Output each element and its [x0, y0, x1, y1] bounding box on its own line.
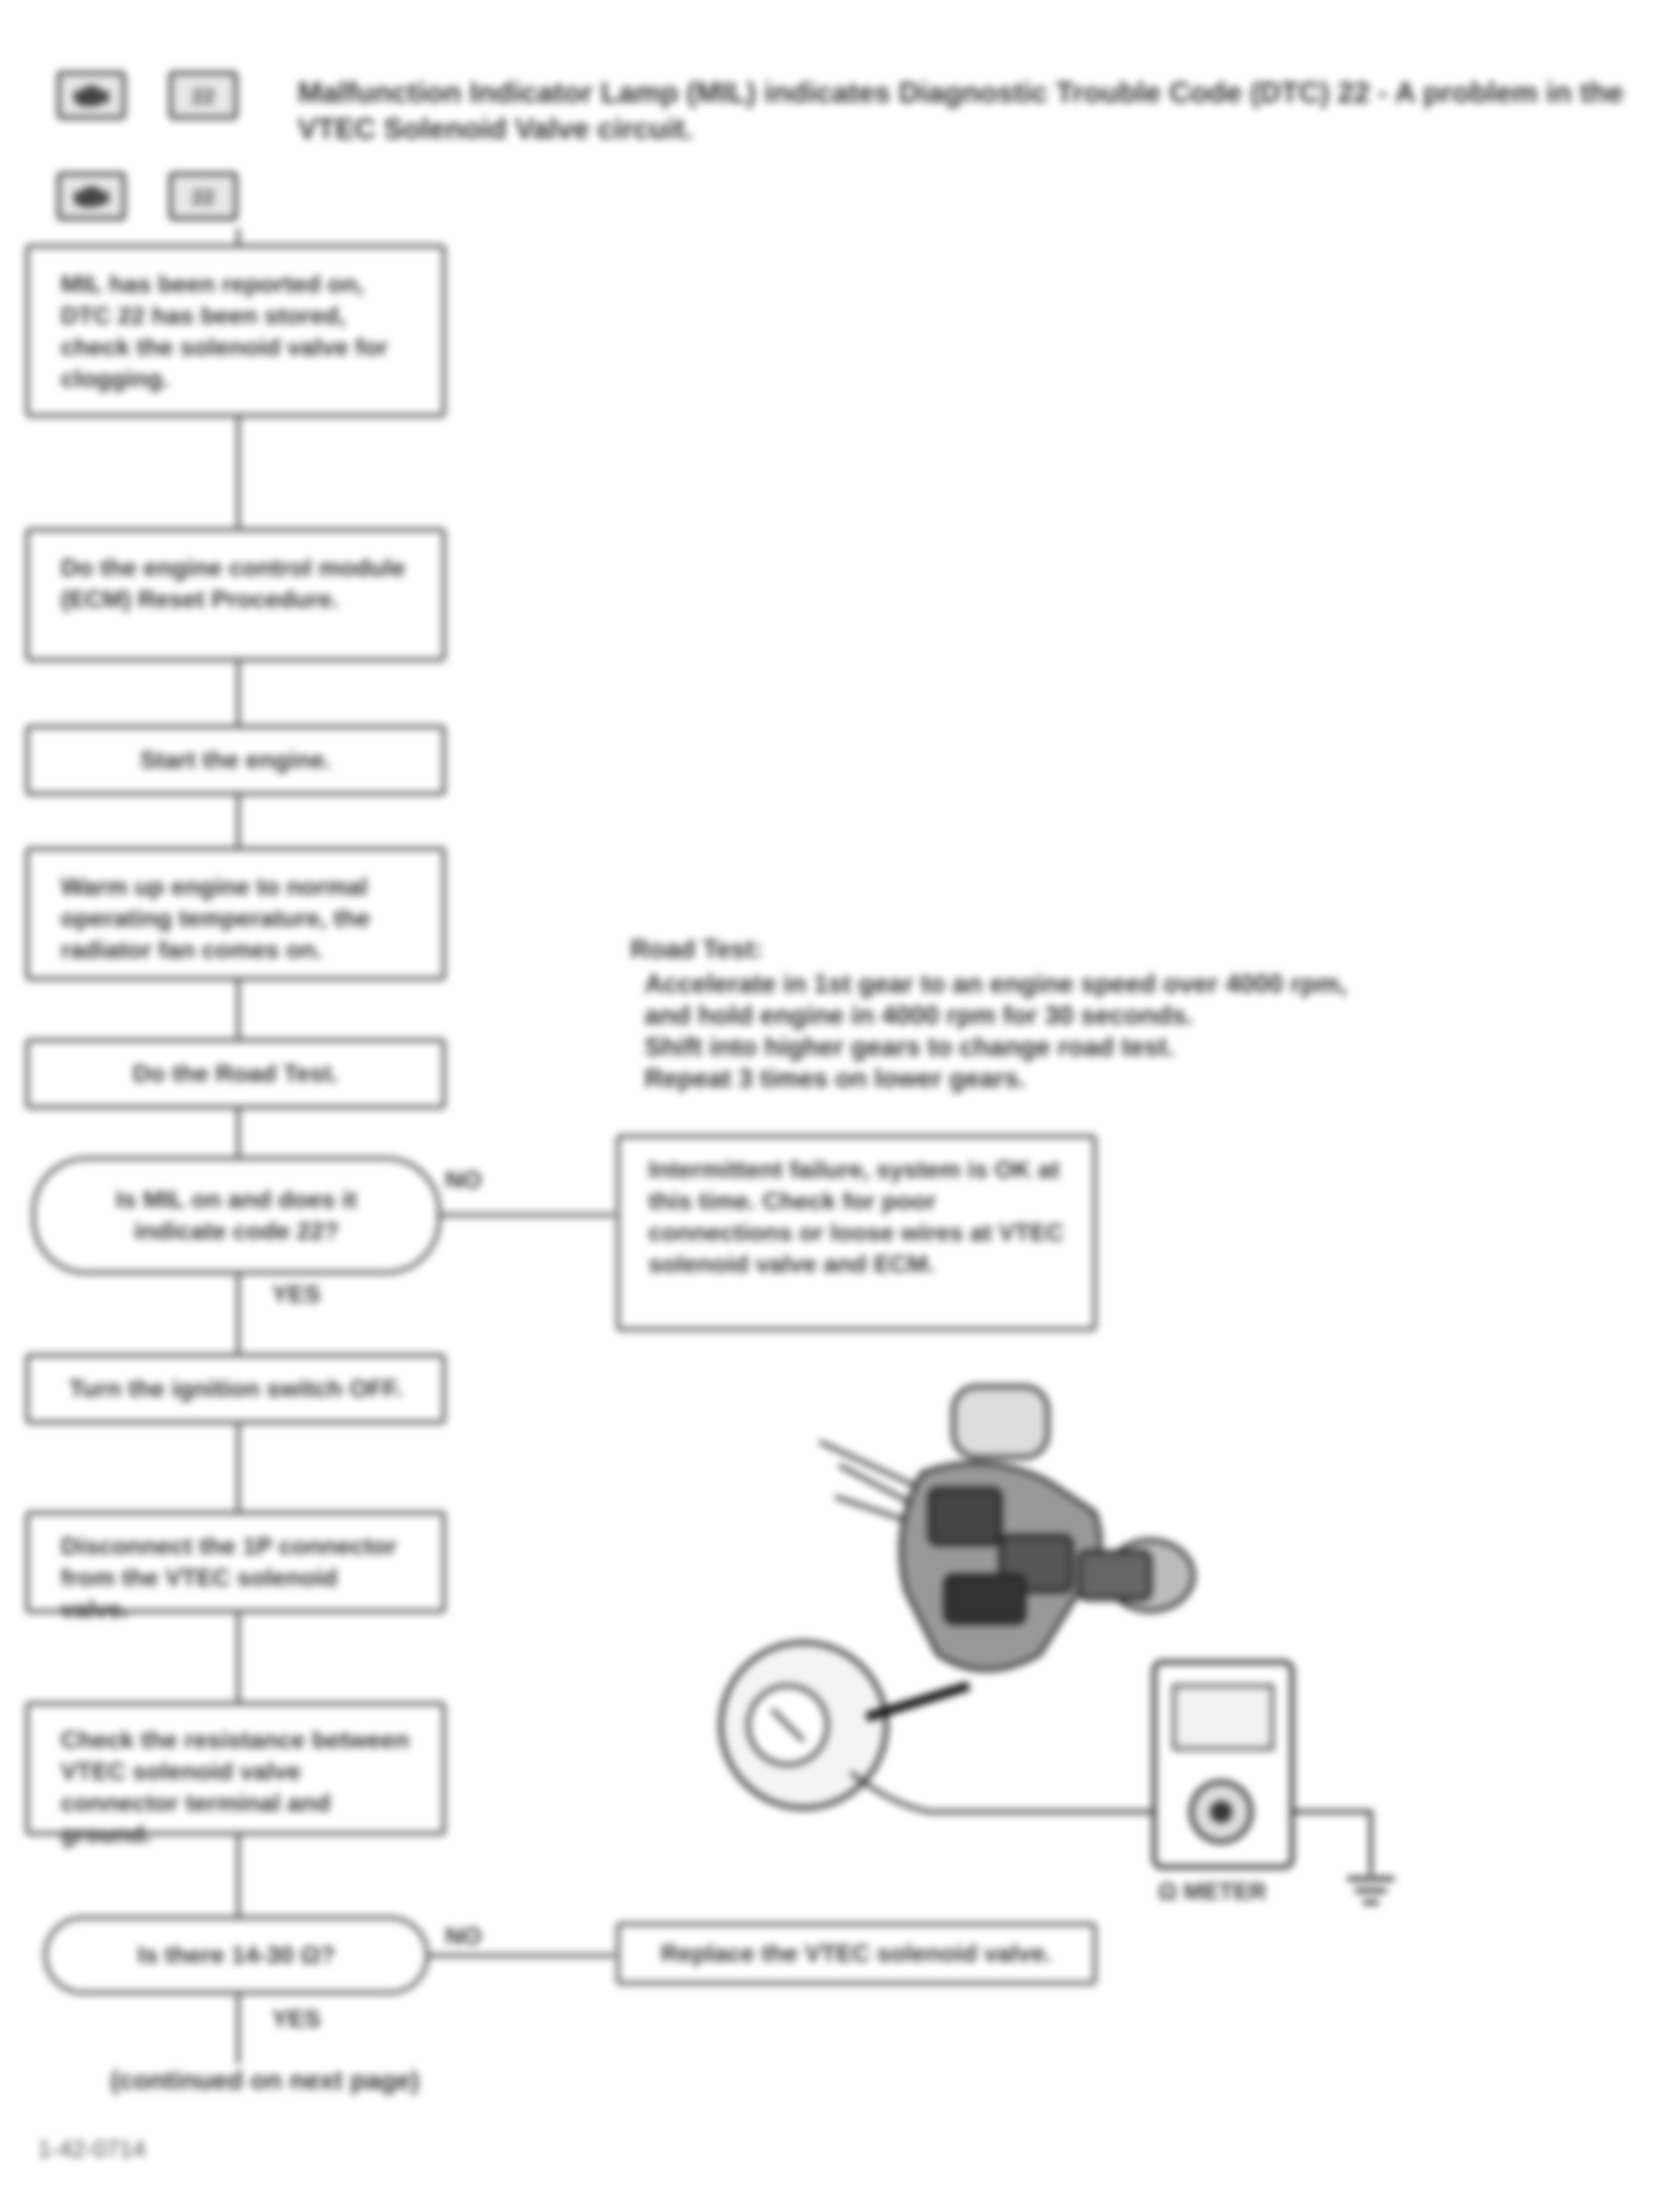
flow-step-8: Check the resistance between VTEC soleno… — [25, 1702, 446, 1848]
engine-check-icon — [57, 172, 126, 221]
flow-connector — [441, 1213, 615, 1217]
flow-step-4: Warm up engine to normal operating tempe… — [25, 847, 446, 981]
flow-no-result-2: Replace the VTEC solenoid valve. — [616, 1922, 1097, 1985]
road-test-line: Repeat 3 times on lower gears. — [644, 1063, 1027, 1093]
road-test-line: and hold engine in 4000 rpm for 30 secon… — [644, 1000, 1194, 1030]
flow-step-7: Disconnect the 1P connector from the VTE… — [25, 1511, 446, 1623]
figure-code: 1-42-0714 — [38, 2136, 146, 2162]
decision-2-no-label: NO — [445, 1922, 482, 1950]
flow-connector — [236, 228, 240, 2064]
svg-text:22: 22 — [192, 185, 215, 209]
dtc-number-icon: 22 — [169, 172, 238, 221]
decision-2-yes-label: YES — [272, 2005, 321, 2032]
flow-decision-1: Is MIL on and does it indicate code 22? — [32, 1156, 441, 1275]
meter-label: Ω METER — [1158, 1879, 1267, 1905]
road-test-heading: Road Test: — [630, 934, 763, 963]
flow-step-1: MIL has been reported on, DTC 22 has bee… — [25, 244, 446, 418]
flow-step-2: Do the engine control module (ECM) Reset… — [25, 528, 446, 662]
flow-step-3: Start the engine. — [25, 725, 446, 796]
ground-icon — [1347, 1876, 1394, 1905]
page-title: Malfunction Indicator Lamp (MIL) indicat… — [298, 76, 1624, 145]
solenoid-illustration — [719, 1384, 1394, 1905]
engine-check-icon — [57, 71, 126, 120]
road-test-line: Accelerate in 1st gear to an engine spee… — [644, 969, 1347, 998]
flow-no-result-1: Intermittent failure, system is OK at th… — [616, 1134, 1097, 1331]
flow-step-5: Do the Road Test. — [25, 1038, 446, 1109]
svg-text:22: 22 — [192, 84, 215, 108]
decision-1-yes-label: YES — [272, 1280, 321, 1308]
continued-label: (continued on next page) — [110, 2065, 420, 2095]
road-test-line: Shift into higher gears to change road t… — [644, 1032, 1175, 1061]
flow-decision-2: Is there 14-30 Ω? — [43, 1916, 429, 1995]
decision-1-no-label: NO — [445, 1166, 482, 1193]
flow-step-6: Turn the ignition switch OFF. — [25, 1353, 446, 1424]
flow-connector — [429, 1954, 615, 1958]
road-test-note: Road Test: Accelerate in 1st gear to an … — [630, 933, 1387, 1094]
dtc-number-icon: 22 — [169, 71, 238, 120]
